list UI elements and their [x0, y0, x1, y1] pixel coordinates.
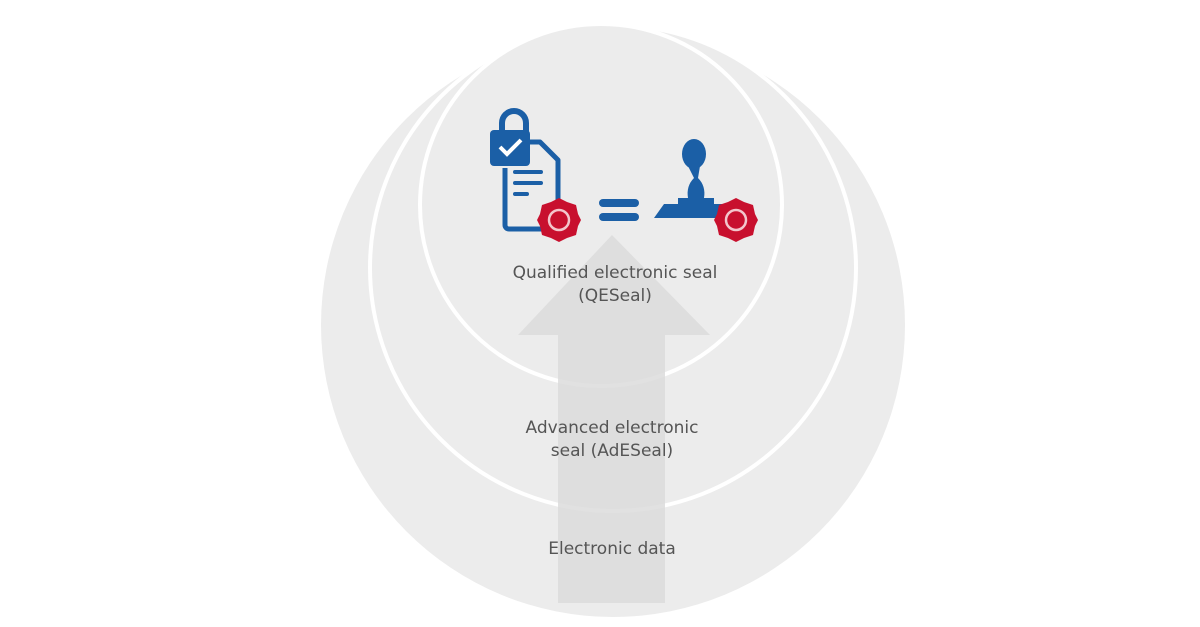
advanced-seal-label: Advanced electronic seal (AdESeal) — [462, 417, 762, 463]
locked-document-icon — [490, 108, 561, 232]
qualified-seal-title: Qualified electronic seal — [512, 263, 718, 283]
qualified-seal-label: Qualified electronic seal (QESeal) — [465, 262, 765, 308]
advanced-seal-title: Advanced electronic — [525, 418, 699, 438]
equals-icon — [599, 199, 639, 221]
electronic-data-label: Electronic data — [462, 538, 762, 561]
up-arrow — [518, 235, 710, 603]
wax-seal-icon — [537, 198, 581, 242]
wax-seal-icon — [714, 198, 758, 242]
qualified-seal-abbr: (QESeal) — [578, 286, 652, 306]
stamp-icon — [654, 139, 728, 218]
advanced-seal-abbr: seal (AdESeal) — [550, 441, 674, 461]
electronic-data-title: Electronic data — [548, 539, 676, 559]
